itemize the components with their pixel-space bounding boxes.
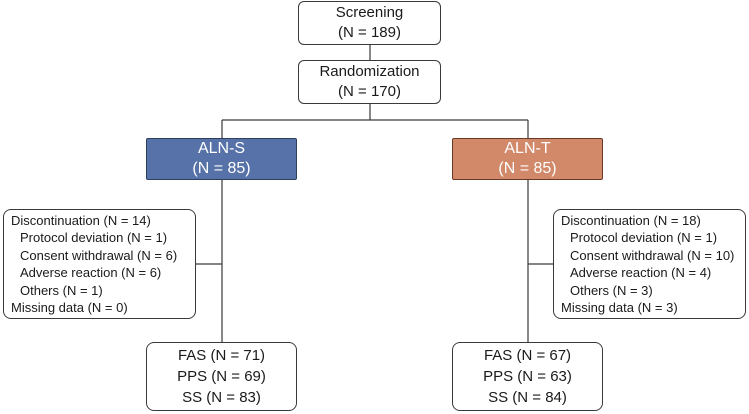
exclusion-item: Protocol deviation (N = 1)	[570, 230, 718, 245]
analysis-pps: PPS (N = 63)	[483, 368, 572, 385]
arm-box-aln-t: ALN-T (N = 85)	[452, 138, 603, 180]
screening-box: Screening (N = 189)	[298, 1, 441, 45]
missing-data-label: Missing data (N = 3)	[561, 300, 678, 315]
arm-name: ALN-S	[197, 140, 246, 157]
exclusion-item: Protocol deviation (N = 1)	[20, 230, 168, 245]
exclusion-item: Adverse reaction (N = 4)	[570, 265, 712, 280]
analysis-fas: FAS (N = 71)	[177, 347, 266, 364]
exclusion-item: Others (N = 1)	[20, 282, 103, 298]
exclusion-item: Others (N = 3)	[570, 282, 653, 298]
exclusion-box-aln-t: Discontinuation (N = 18) Protocol deviat…	[553, 209, 746, 319]
analysis-box-aln-t: FAS (N = 67) PPS (N = 63) SS (N = 84)	[452, 342, 603, 411]
arm-box-aln-s: ALN-S (N = 85)	[146, 138, 297, 180]
discontinuation-header: Discontinuation (N = 18)	[561, 212, 701, 228]
exclusion-item: Consent withdrawal (N = 10)	[570, 247, 735, 263]
missing-data-label: Missing data (N = 0)	[11, 300, 128, 315]
analysis-fas: FAS (N = 67)	[483, 347, 572, 364]
analysis-ss: SS (N = 83)	[182, 389, 261, 406]
randomization-count: (N = 170)	[338, 83, 401, 100]
screening-count: (N = 189)	[338, 24, 401, 41]
analysis-box-aln-s: FAS (N = 71) PPS (N = 69) SS (N = 83)	[146, 342, 297, 411]
exclusion-item: Adverse reaction (N = 6)	[20, 265, 162, 280]
analysis-pps: PPS (N = 69)	[177, 368, 266, 385]
exclusion-item: Consent withdrawal (N = 6)	[20, 247, 178, 263]
exclusion-box-aln-s: Discontinuation (N = 14) Protocol deviat…	[3, 209, 196, 319]
arm-count: (N = 85)	[498, 160, 557, 177]
randomization-box: Randomization (N = 170)	[298, 60, 441, 104]
arm-count: (N = 85)	[192, 160, 251, 177]
analysis-ss: SS (N = 84)	[488, 389, 567, 406]
discontinuation-header: Discontinuation (N = 14)	[11, 212, 151, 228]
screening-title: Screening	[335, 4, 404, 21]
randomization-title: Randomization	[319, 63, 420, 80]
arm-name: ALN-T	[504, 140, 551, 157]
